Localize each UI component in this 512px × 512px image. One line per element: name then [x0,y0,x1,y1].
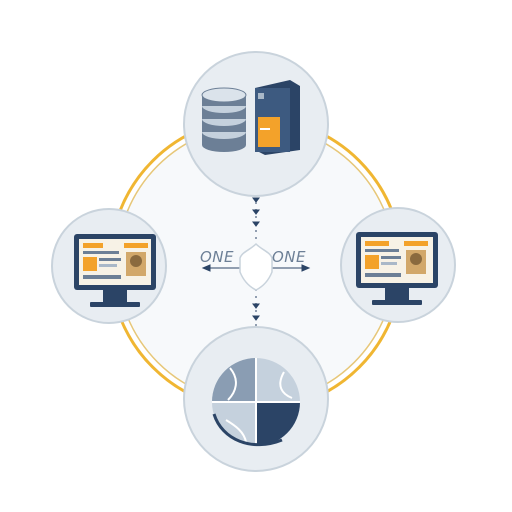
server-node[interactable] [183,51,329,197]
monitor-left-icon [74,234,156,307]
globe-node[interactable] [183,326,329,472]
globe-icon [212,358,300,447]
center-hub-shield [239,242,273,291]
monitor-right-node[interactable] [340,207,456,323]
database-icon [201,87,247,152]
right-label: ONE [272,248,306,266]
monitor-left-node[interactable] [51,208,167,324]
left-label: ONE [200,248,234,266]
server-tower-icon [255,80,300,155]
monitor-right-icon [356,232,438,305]
